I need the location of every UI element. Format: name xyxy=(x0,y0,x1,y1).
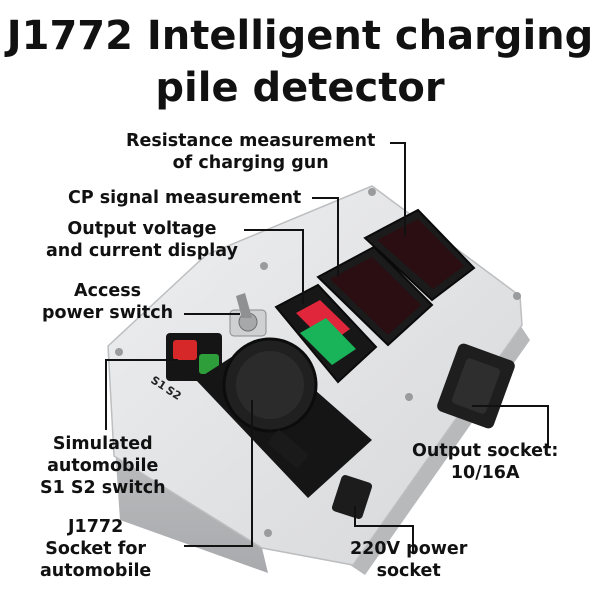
callout-cp-signal: CP signal measurement xyxy=(68,188,302,208)
power-socket xyxy=(331,475,373,519)
j1772-socket-latch xyxy=(268,430,308,468)
output-socket-inner xyxy=(452,358,500,414)
screw xyxy=(260,262,268,270)
callout-output-socket-line-1: Output socket: xyxy=(412,441,559,461)
callout-output-display: Output voltage and current display xyxy=(46,218,238,262)
callout-j1772-socket: J1772 Socket for automobile xyxy=(40,516,151,582)
screw xyxy=(115,348,123,356)
callout-j1772-line-3: automobile xyxy=(40,561,152,581)
callout-s1s2-line-3: S1 S2 switch xyxy=(40,478,166,498)
callout-output-socket-line-2: 10/16A xyxy=(450,463,520,483)
callout-resistance-line-1: Resistance measurement xyxy=(126,131,376,151)
screw xyxy=(368,188,376,196)
output-display-green-digits xyxy=(300,318,356,365)
screw xyxy=(264,529,272,537)
callout-j1772-line-2: Socket for xyxy=(45,539,147,559)
callout-access-switch-line-2: power switch xyxy=(42,303,174,323)
s1-rocker xyxy=(173,340,197,360)
callout-leaders xyxy=(105,142,549,552)
callout-power-socket-line-2: socket xyxy=(376,561,441,581)
callout-resistance: Resistance measurement of charging gun xyxy=(126,130,375,174)
callout-s1s2-line-1: Simulated xyxy=(52,434,153,454)
callout-access-switch-line-1: Access xyxy=(74,281,142,301)
resistance-display-glass xyxy=(377,219,464,289)
callout-power-socket-line-1: 220V power xyxy=(350,539,468,559)
callout-output-display-line-1: Output voltage xyxy=(67,219,217,239)
callout-s1s2-line-2: automobile xyxy=(47,456,159,476)
callout-output-display-line-2: and current display xyxy=(46,241,238,261)
callout-access-switch: Access power switch xyxy=(42,280,173,324)
callout-resistance-line-2: of charging gun xyxy=(172,153,329,173)
callout-s1s2-switch: Simulated automobile S1 S2 switch xyxy=(40,433,166,499)
callout-power-socket: 220V power socket xyxy=(350,538,467,582)
callout-output-socket: Output socket: 10/16A xyxy=(412,440,558,484)
screw xyxy=(405,393,413,401)
callout-j1772-line-1: J1772 xyxy=(68,517,124,537)
page-title-line-2: pile detector xyxy=(155,65,445,111)
page-title-line-1: J1772 Intelligent charging xyxy=(6,13,594,59)
cp-signal-display-glass xyxy=(330,257,421,335)
j1772-socket-cap-inner xyxy=(236,351,304,419)
access-switch-lever xyxy=(236,293,252,318)
screw xyxy=(513,292,521,300)
